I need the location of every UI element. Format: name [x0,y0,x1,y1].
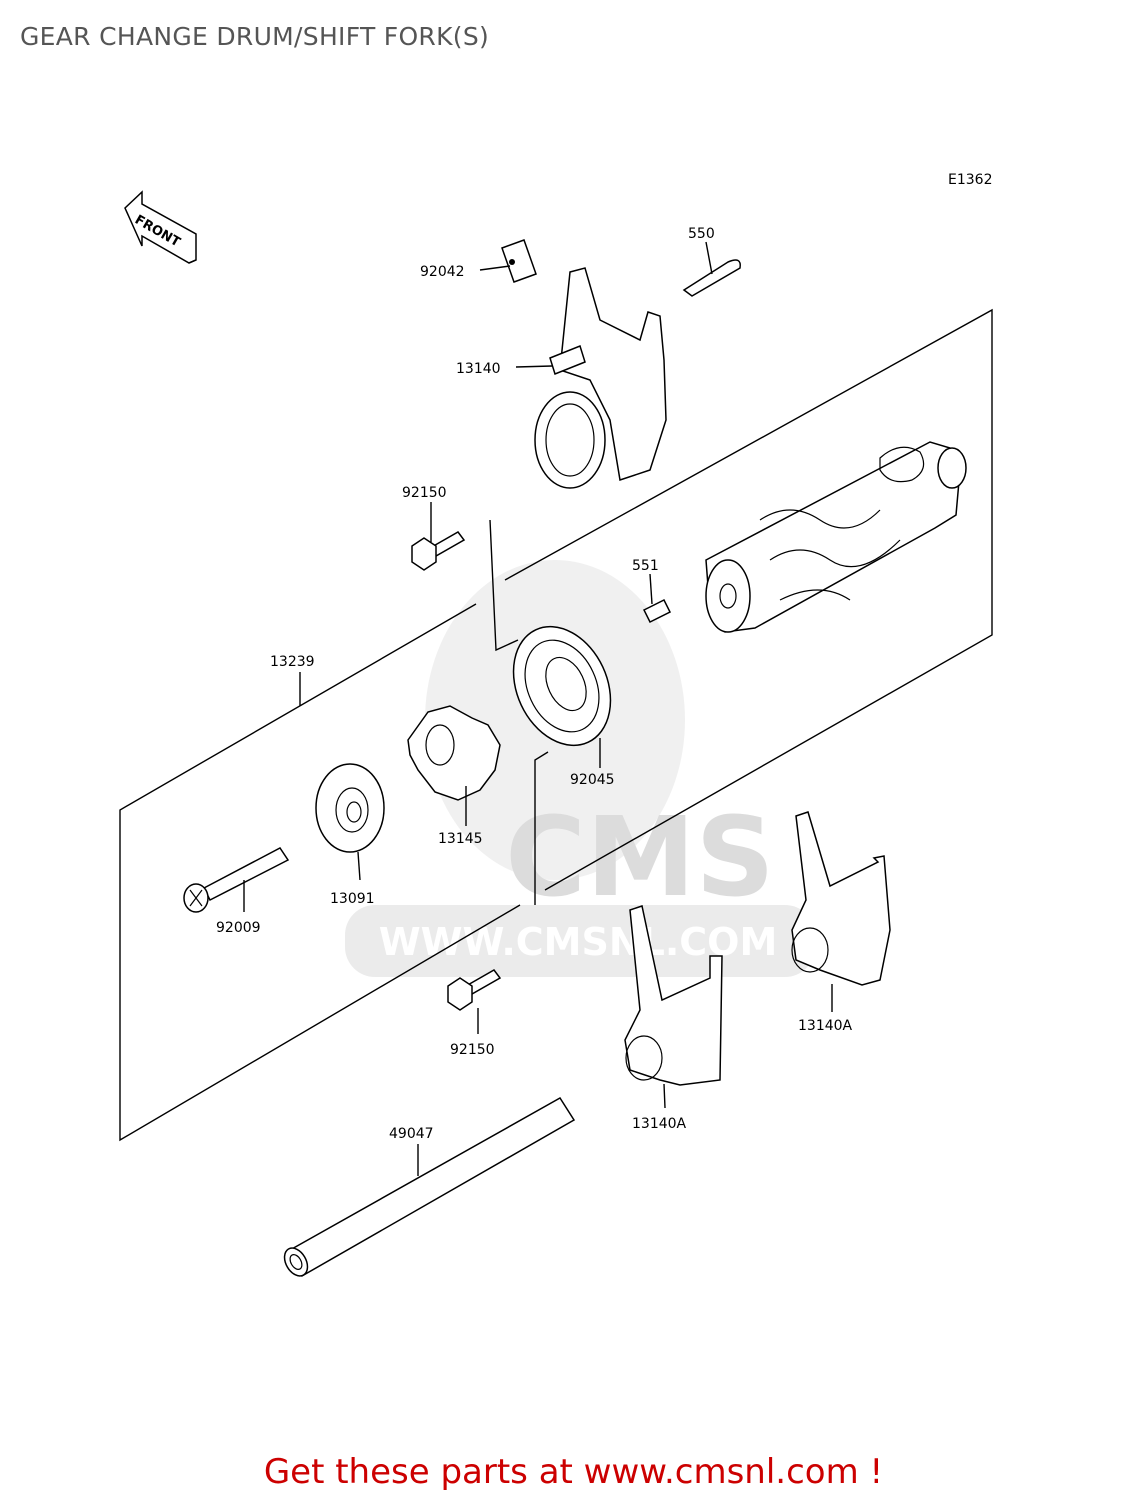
cotter-pin-550 [682,259,741,297]
shift-fork-13140a-right [791,811,891,986]
shift-fork-top [534,267,667,489]
bolt-92150-bottom [447,969,502,1011]
callout-13140a-right: 13140A [798,1018,853,1034]
bearing-92045 [512,625,612,747]
page-title: GEAR CHANGE DRUM/SHIFT FORK(S) [20,22,490,51]
watermark-logo: CMS [505,793,774,921]
callout-labels: 92042 550 13140 92150 551 13239 92045 13… [216,226,853,1142]
callout-13140: 13140 [456,361,501,377]
screw-92009 [183,847,290,913]
shift-fork-13140a-left [624,905,723,1086]
bolt-92150-top [411,531,466,571]
drum-assembly-outline [489,308,993,891]
pin-92042 [501,239,537,283]
callout-49047: 49047 [389,1126,434,1142]
gear-change-drum [705,441,967,633]
front-arrow-icon: FRONT [124,190,197,264]
shaft-49047 [283,1096,576,1278]
cam-assembly-outline [119,603,549,1142]
plate-13091 [315,763,385,853]
callout-13091: 13091 [330,891,375,907]
pin-551 [642,598,672,624]
callout-92150-top: 92150 [402,485,447,501]
callout-551: 551 [632,558,659,574]
callout-92009: 92009 [216,920,261,936]
cam-13145 [407,705,501,801]
callout-92045: 92045 [570,772,615,788]
callout-92150-bottom: 92150 [450,1042,495,1058]
callout-13140a-left: 13140A [632,1116,687,1132]
callout-550: 550 [688,226,715,242]
callout-92042: 92042 [420,264,465,280]
diagram-code: E1362 [948,172,992,188]
footer-link[interactable]: Get these parts at www.cmsnl.com ! [263,1452,884,1492]
callout-13239: 13239 [270,654,315,670]
leader-lines [243,241,833,1176]
callout-13145: 13145 [438,831,483,847]
